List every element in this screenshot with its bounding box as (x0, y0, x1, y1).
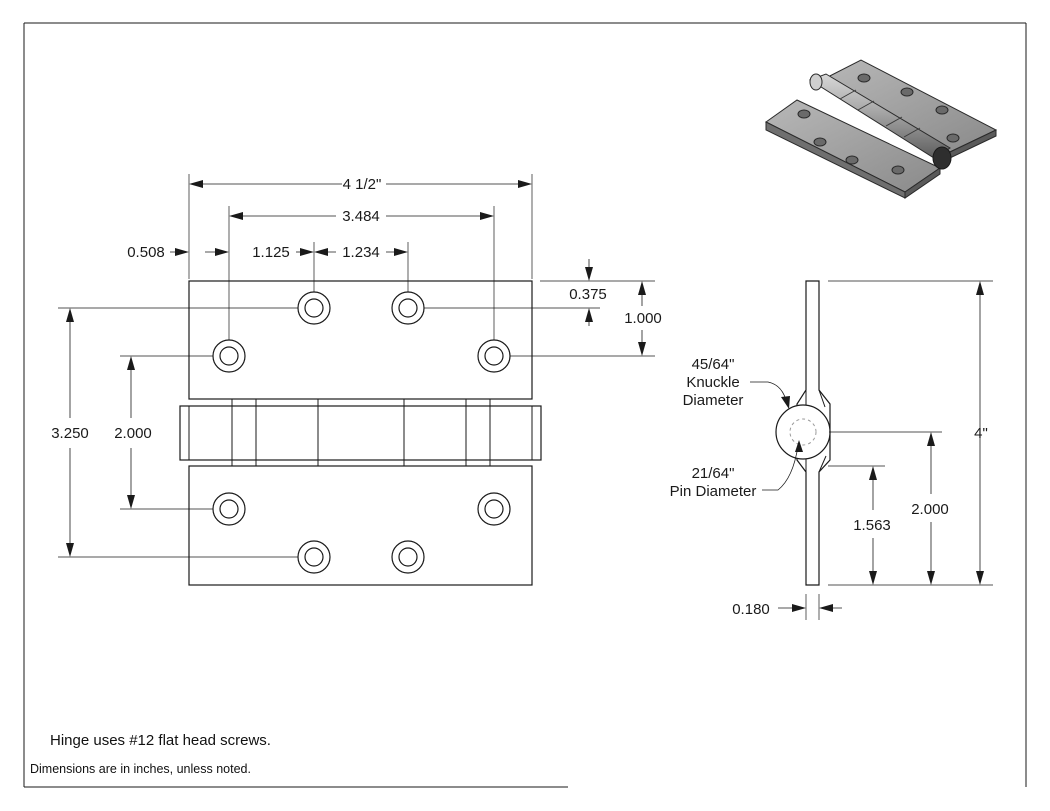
dim-side-center-height: 2.000 (911, 501, 949, 518)
side-dimensions: 4" 2.000 1.563 0.180 45/64" Knuckle Diam… (670, 280, 993, 620)
screw-note: Hinge uses #12 flat head screws. (50, 732, 271, 749)
dim-edge-to-hole: 0.508 (127, 244, 165, 261)
knuckle-callout-size: 45/64" (692, 356, 735, 373)
units-note: Dimensions are in inches, unless noted. (30, 762, 251, 776)
iso-screw-hole (813, 137, 827, 147)
pin-callout-label: Pin Diameter (670, 483, 757, 500)
iso-screw-hole (797, 109, 811, 119)
dim-leaf-thickness: 0.180 (732, 601, 770, 618)
knuckle-barrel (179, 398, 542, 467)
screw-hole (297, 540, 331, 574)
dim-lower-hole-from-edge: 1.000 (624, 310, 662, 327)
iso-screw-hole (900, 87, 914, 97)
pin-circle (789, 418, 817, 446)
dim-leaf-to-knuckle: 1.563 (853, 517, 891, 534)
iso-screw-hole (845, 155, 859, 165)
isometric-hinge (765, 59, 998, 199)
dim-height: 4" (974, 425, 988, 442)
screw-hole (391, 540, 425, 574)
top-leaf (188, 280, 533, 400)
screw-hole (212, 492, 246, 526)
dim-top-hole-from-edge: 0.375 (569, 286, 607, 303)
knuckle-callout-label: Knuckle (686, 374, 739, 391)
front-dimensions: 4 1/2" 3.484 0.508 1.125 1.234 0.375 (51, 174, 662, 558)
knuckle-callout-label: Diameter (683, 392, 744, 409)
knuckle-circle (775, 404, 831, 460)
dim-inner-vertical-spacing: 2.000 (114, 425, 152, 442)
dim-outer-vertical-spacing: 3.250 (51, 425, 89, 442)
screw-hole (212, 339, 246, 373)
dim-overall-width: 4 1/2" (343, 176, 382, 193)
iso-screw-hole (946, 133, 960, 143)
screw-hole (477, 492, 511, 526)
screw-hole (477, 339, 511, 373)
pin-callout-size: 21/64" (692, 465, 735, 482)
iso-screw-hole (891, 165, 905, 175)
dim-outer-hole-spacing: 3.484 (342, 208, 380, 225)
iso-barrel (808, 73, 951, 159)
side-view (775, 280, 831, 586)
iso-screw-hole (857, 73, 871, 83)
dim-inner-hole-spacing: 1.234 (342, 244, 380, 261)
bottom-leaf (188, 465, 533, 586)
sheet-border (23, 22, 1027, 788)
screw-hole (391, 291, 425, 325)
front-view (179, 280, 542, 586)
screw-hole (297, 291, 331, 325)
dim-hole-offset: 1.125 (252, 244, 290, 261)
iso-screw-hole (935, 105, 949, 115)
